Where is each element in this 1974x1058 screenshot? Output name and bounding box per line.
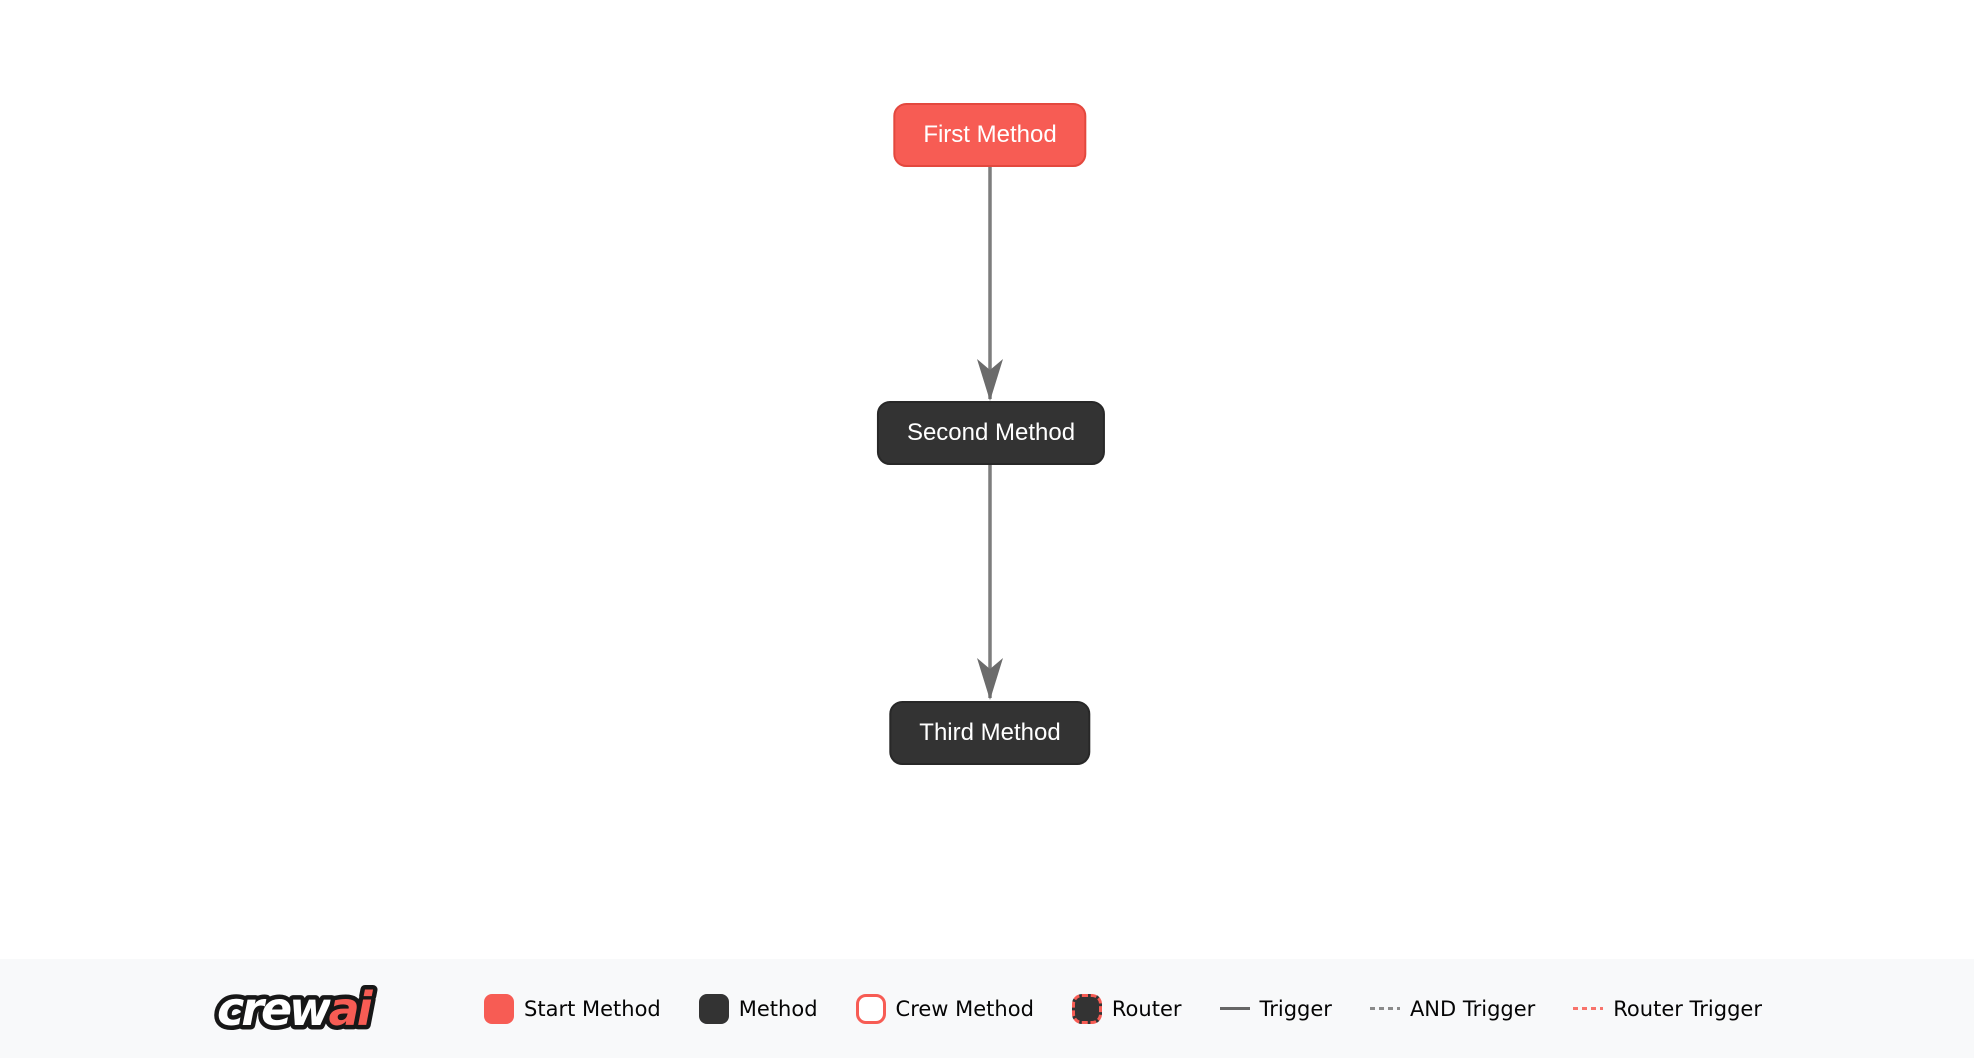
legend-label: Router Trigger [1613,996,1762,1021]
trigger-edge-first-to-second [977,166,1003,401]
legend-label: Trigger [1259,996,1332,1021]
router-trigger-line-icon [1573,1007,1604,1010]
start-method-swatch-icon [484,993,515,1024]
legend-item-router-trigger: Router Trigger [1573,997,1762,1021]
legend-item-router: Router [1071,993,1182,1024]
crewai-logo: crewai [213,977,382,1040]
legend-item-and-trigger: AND Trigger [1369,996,1536,1021]
arrowhead-down-icon [977,359,1003,401]
flow-edges [977,166,1003,700]
flow-node-second-method[interactable]: Second Method [876,401,1106,465]
method-swatch-icon [698,993,729,1024]
logo-text-crew: crew [217,982,332,1036]
legend-item-method: Method [698,993,818,1024]
legend-label: Router [1111,996,1182,1021]
logo-text-ai: ai [329,982,374,1036]
legend-bar: crewai Start Method Method Crew Method R… [0,959,1974,1058]
legend-item-crew-method: Crew Method [855,993,1034,1024]
flow-node-third-method[interactable]: Third Method [889,701,1091,765]
flow-node-first-method[interactable]: First Method [893,103,1087,167]
trigger-edge-second-to-third [977,464,1003,700]
and-trigger-line-icon [1369,1007,1400,1010]
legend-label: Start Method [524,996,661,1021]
legend-item-start-method: Start Method [484,993,661,1024]
trigger-line-icon [1219,1007,1250,1010]
legend-item-trigger: Trigger [1219,996,1332,1021]
legend-label: Method [738,996,818,1021]
legend-label: AND Trigger [1409,996,1536,1021]
router-swatch-icon [1071,993,1102,1024]
crewai-logo-text: crewai [217,982,374,1036]
crew-method-swatch-icon [855,993,886,1024]
flow-canvas[interactable]: First Method Second Method Third Method [0,0,1974,959]
legend-label: Crew Method [895,996,1034,1021]
arrowhead-down-icon [977,658,1003,700]
